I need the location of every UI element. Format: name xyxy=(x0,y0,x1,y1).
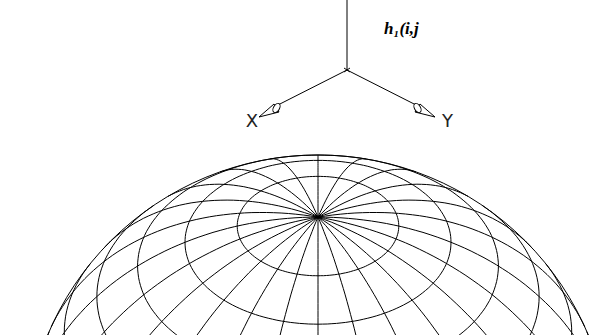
z-axis xyxy=(347,0,348,70)
mesh-line xyxy=(105,200,318,247)
mesh-line xyxy=(318,200,531,247)
mesh-line xyxy=(318,217,394,335)
axis-cones xyxy=(259,102,435,117)
mesh-line xyxy=(318,217,525,335)
x-axis xyxy=(272,70,347,108)
mesh-line xyxy=(64,217,318,335)
mesh-line xyxy=(482,205,539,296)
function-label: h₁(i,j xyxy=(384,20,419,37)
mesh-line xyxy=(111,217,318,335)
axis-label: Y xyxy=(442,112,453,130)
mesh-line xyxy=(318,217,572,335)
mesh-line xyxy=(168,184,318,217)
mesh-line xyxy=(172,217,319,335)
mesh-line xyxy=(318,155,319,217)
mesh-line xyxy=(25,217,318,335)
mesh-line xyxy=(242,217,318,335)
mesh-line xyxy=(51,213,318,327)
dome-mesh xyxy=(25,155,593,335)
axis-origin xyxy=(344,68,350,72)
mesh-line xyxy=(318,159,366,217)
mesh-line xyxy=(35,217,318,335)
mesh-line xyxy=(41,332,593,335)
mesh-line xyxy=(318,213,585,327)
axis-label: X xyxy=(246,112,258,130)
dome-outline xyxy=(25,155,593,335)
y-axis xyxy=(347,70,422,108)
mesh-line xyxy=(270,159,318,217)
mesh-line xyxy=(318,217,319,335)
mesh-line xyxy=(220,169,318,217)
